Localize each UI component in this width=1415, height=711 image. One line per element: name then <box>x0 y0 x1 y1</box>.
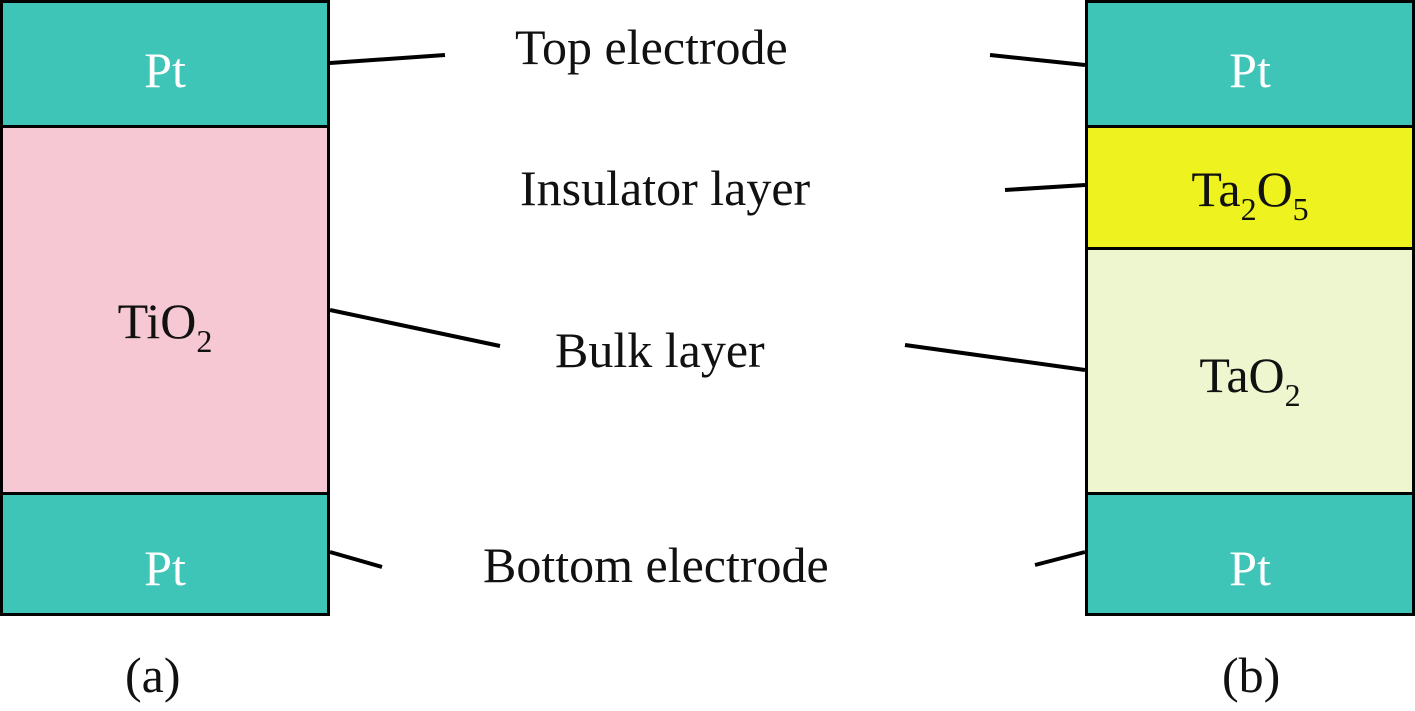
caption-a: (a) <box>125 647 181 703</box>
leader-bottom-electrode-a <box>329 550 383 569</box>
leader-bulk-layer-b <box>904 343 1086 372</box>
device-b-bottom-electrode: Pt <box>1085 492 1415 616</box>
device-a-top-electrode: Pt <box>0 0 330 128</box>
device-a-top-electrode-text: Pt <box>144 42 186 98</box>
device-b-top-electrode-text: Pt <box>1229 42 1271 98</box>
device-a-bottom-electrode: Pt <box>0 492 330 616</box>
device-a-bottom-electrode-text: Pt <box>144 540 186 596</box>
device-b-bulk-layer: TaO2 <box>1085 247 1415 495</box>
label-bulk-layer: Bulk layer <box>555 322 765 378</box>
device-b-insulator-layer-text: Ta2O5 <box>1191 161 1309 227</box>
leader-bulk-layer-a <box>329 308 501 348</box>
device-a-bulk-layer-text: TiO2 <box>117 293 213 359</box>
leader-insulator-layer-b <box>1004 183 1086 192</box>
label-bottom-electrode: Bottom electrode <box>483 537 829 593</box>
device-b-bulk-layer-text: TaO2 <box>1199 347 1301 413</box>
label-top-electrode: Top electrode <box>515 19 788 75</box>
leader-top-electrode-b <box>989 53 1086 67</box>
leader-bottom-electrode-b <box>1034 550 1086 567</box>
device-b-bottom-electrode-text: Pt <box>1229 540 1271 596</box>
leader-top-electrode-a <box>329 53 446 65</box>
caption-b: (b) <box>1222 647 1281 703</box>
label-insulator-layer: Insulator layer <box>520 160 811 216</box>
